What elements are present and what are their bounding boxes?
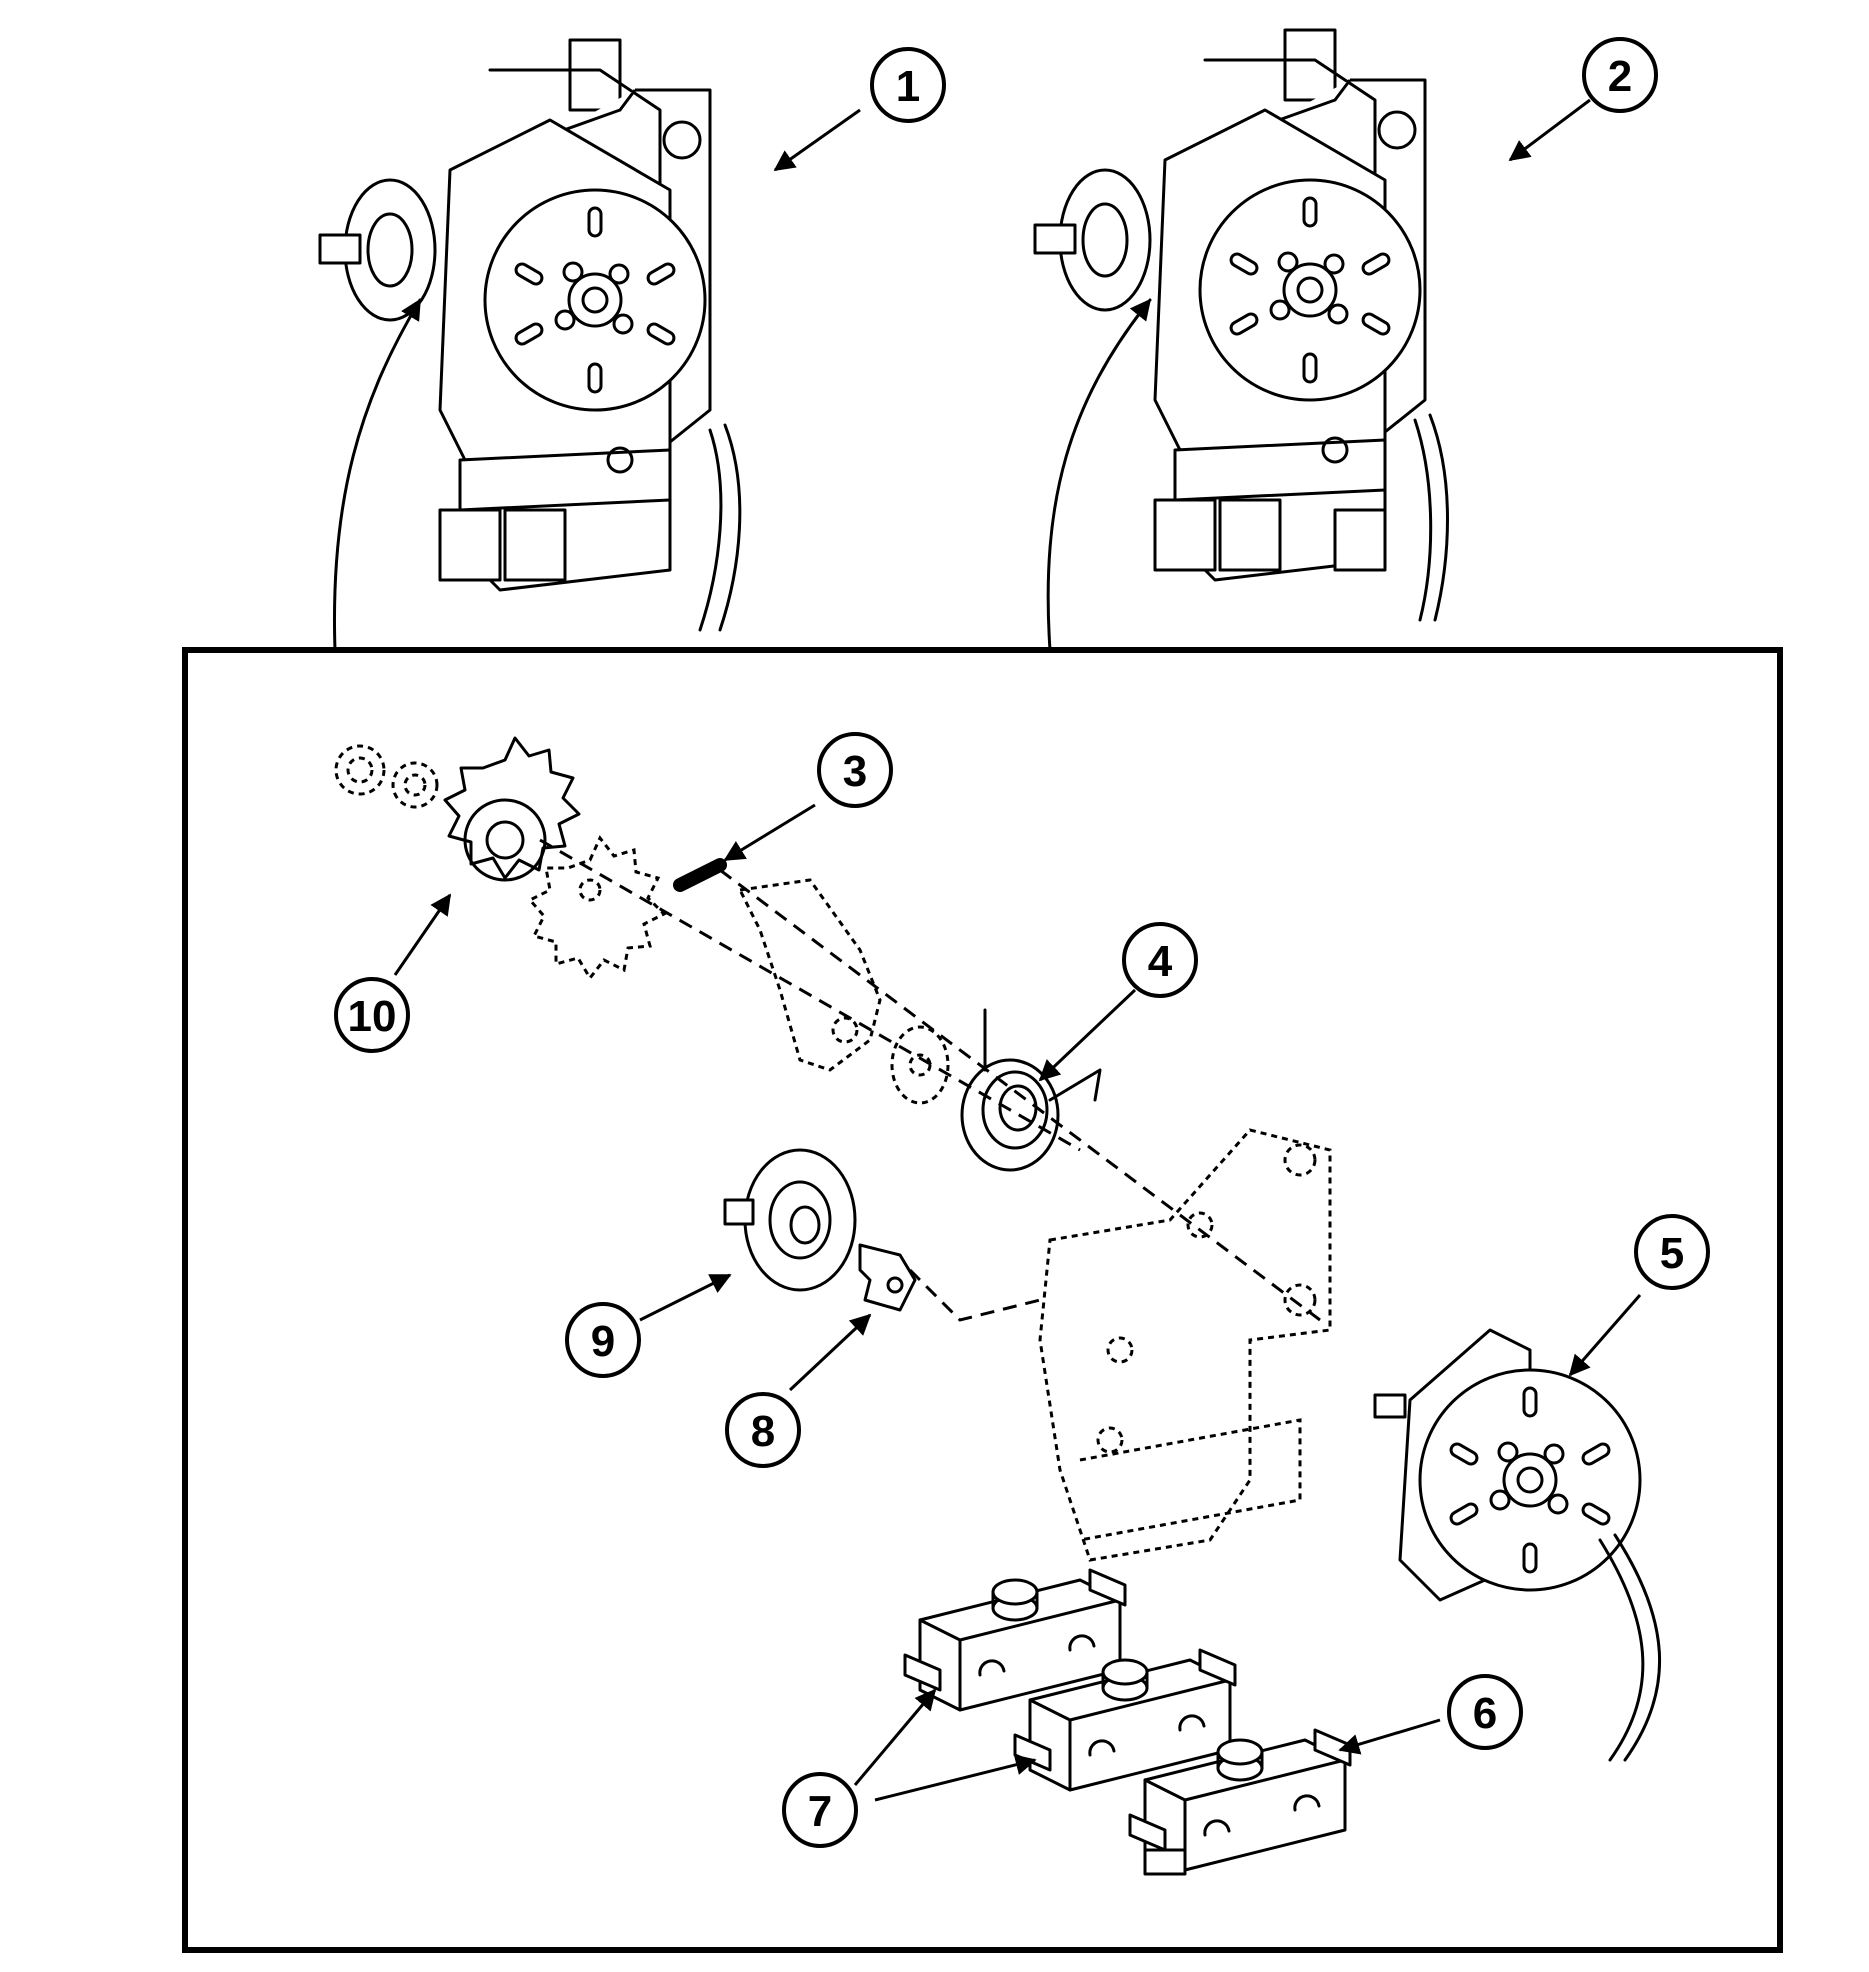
ghost-cam-lever — [737, 878, 950, 1105]
axis-line-b — [719, 868, 1321, 1322]
callout-9-label: 9 — [591, 1317, 615, 1366]
leader-1 — [773, 108, 861, 172]
callout-3-label: 3 — [843, 747, 867, 796]
leader-9 — [639, 1273, 732, 1322]
callout-3: 3 — [817, 732, 893, 808]
part-4-spring — [960, 1008, 1102, 1172]
timer-assembly-1 — [320, 40, 742, 632]
callout-1-label: 1 — [896, 62, 920, 111]
axis-line-a — [539, 838, 1081, 1152]
leader-6 — [1338, 1718, 1441, 1755]
callout-1: 1 — [870, 47, 946, 123]
part-8-clip — [858, 1243, 917, 1312]
part-3-pin — [673, 858, 727, 892]
part-6-switch — [1128, 1728, 1352, 1876]
leader-4 — [1038, 988, 1137, 1082]
assembly-1-arrow — [333, 298, 422, 652]
leader-7b — [874, 1754, 1037, 1802]
callout-5: 5 — [1634, 1214, 1710, 1290]
ghost-gear — [527, 835, 667, 981]
callout-4-label: 4 — [1148, 937, 1173, 986]
timer-assembly-2 — [1035, 30, 1449, 622]
part-9-cam-hub — [723, 1148, 857, 1292]
part-5-motor — [1373, 1328, 1662, 1762]
callout-7-label: 7 — [808, 1787, 832, 1836]
callout-2-label: 2 — [1608, 52, 1632, 101]
callout-8-label: 8 — [751, 1407, 775, 1456]
leader-10 — [393, 893, 452, 976]
leader-8 — [788, 1313, 872, 1392]
assembly-2-arrow — [1046, 298, 1152, 652]
leader-5 — [1568, 1294, 1642, 1377]
callout-7: 7 — [782, 1772, 858, 1848]
callout-6-label: 6 — [1473, 1689, 1497, 1738]
ghost-frame-bracket — [1038, 1128, 1332, 1562]
axis-line-c — [908, 1268, 1041, 1322]
exploded-view-frame — [182, 647, 1783, 1953]
leader-2 — [1508, 98, 1591, 162]
callout-10: 10 — [334, 977, 410, 1053]
callout-8: 8 — [725, 1392, 801, 1468]
leader-3 — [723, 803, 816, 862]
callout-10-label: 10 — [348, 992, 397, 1041]
callout-9: 9 — [565, 1302, 641, 1378]
leader-7a — [853, 1688, 937, 1786]
part-10-gear — [334, 736, 581, 882]
callout-6: 6 — [1447, 1674, 1523, 1750]
callout-4: 4 — [1122, 922, 1198, 998]
callout-5-label: 5 — [1660, 1229, 1684, 1278]
callout-2: 2 — [1582, 37, 1658, 113]
